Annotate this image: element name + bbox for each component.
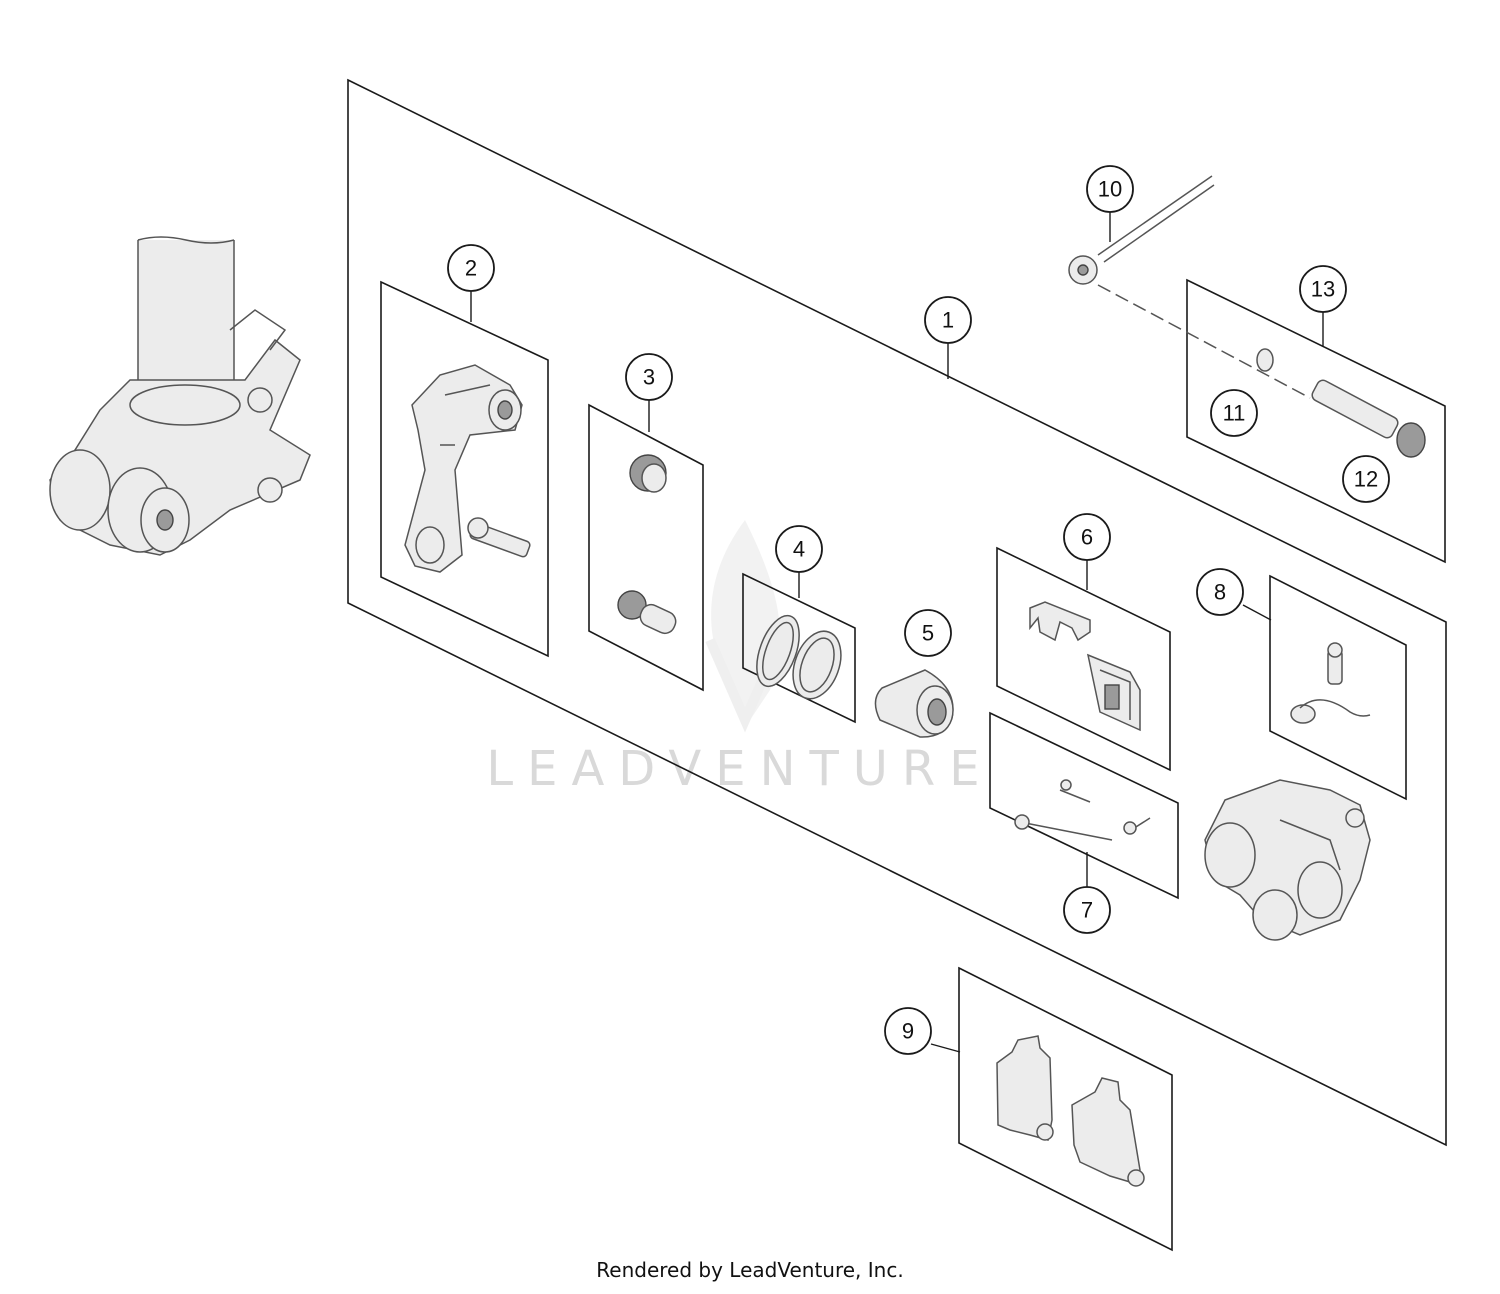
frame-7 <box>989 711 1179 900</box>
callout-label: 7 <box>1081 898 1093 923</box>
callout-label: 8 <box>1214 580 1226 605</box>
callout-13: 13 <box>1299 265 1347 313</box>
callout-label: 12 <box>1354 467 1378 492</box>
main-assembly-frame <box>347 78 1447 1147</box>
part-caliper-pin <box>1014 779 1151 841</box>
callout-label: 13 <box>1311 277 1335 302</box>
callout-2: 2 <box>447 244 495 292</box>
fork-leg-illustration <box>49 236 311 556</box>
frame-9 <box>958 966 1173 1252</box>
part-bleeder-screw <box>1290 642 1371 724</box>
callout-11: 11 <box>1210 389 1258 437</box>
watermark-flame-logo <box>705 520 785 733</box>
watermark-text: LEADVENTURE <box>486 741 993 797</box>
frame-13 <box>1186 278 1446 564</box>
part-banjo-bolt <box>1256 348 1426 458</box>
callout-7: 7 <box>1063 886 1111 934</box>
part-brake-line <box>1068 175 1311 399</box>
callout-label: 6 <box>1081 525 1093 550</box>
part-piston <box>874 669 954 738</box>
watermark: LEADVENTURE <box>486 520 993 797</box>
callout-9: 9 <box>884 1007 932 1055</box>
part-bushings <box>617 454 677 635</box>
callout-5: 5 <box>904 609 952 657</box>
part-caliper-bracket <box>404 364 531 573</box>
callout-1: 1 <box>924 296 972 344</box>
part-caliper-housing <box>1204 779 1371 941</box>
callout-10: 10 <box>1086 165 1134 213</box>
callout-12: 12 <box>1342 455 1390 503</box>
part-brake-pads <box>996 1035 1145 1187</box>
callout-3: 3 <box>625 353 673 401</box>
footer-credit: Rendered by LeadVenture, Inc. <box>596 1258 904 1282</box>
callout-8: 8 <box>1196 568 1244 616</box>
frame-2 <box>380 280 549 658</box>
leader-lines <box>470 212 1324 1053</box>
frame-8 <box>1269 574 1407 801</box>
callout-label: 2 <box>465 256 477 281</box>
part-pad-spring <box>1029 601 1141 732</box>
frame-3 <box>588 403 704 692</box>
callout-label: 4 <box>793 537 805 562</box>
callout-label: 3 <box>643 365 655 390</box>
part-piston-seals <box>756 614 842 700</box>
callout-label: 5 <box>922 621 934 646</box>
callout-label: 9 <box>902 1019 914 1044</box>
frame-4 <box>742 572 856 724</box>
callout-6: 6 <box>1063 513 1111 561</box>
callout-label: 1 <box>942 308 954 333</box>
frame-6 <box>996 546 1171 772</box>
callout-4: 4 <box>775 525 823 573</box>
callout-label: 11 <box>1223 401 1246 426</box>
callout-label: 10 <box>1098 177 1122 202</box>
